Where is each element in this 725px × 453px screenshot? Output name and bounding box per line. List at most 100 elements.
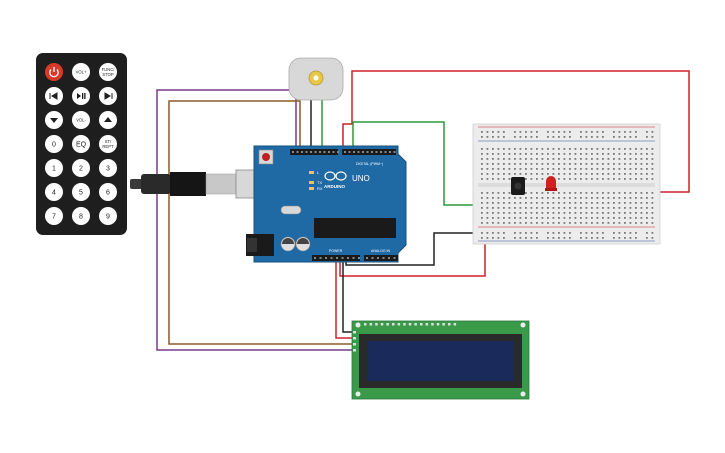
digital-header-right xyxy=(342,149,396,155)
lcd-mount-hole-tr xyxy=(520,322,526,328)
remote-button-zero-label: 0 xyxy=(52,141,56,148)
remote-button-strept-label: ST/ xyxy=(105,139,112,144)
arduino-header-pins xyxy=(292,151,396,259)
arduino-uno[interactable]: L TX RX ARDUINO UNO DIGITAL (PWM~) POWER… xyxy=(246,145,407,263)
prev-icon xyxy=(49,92,58,100)
breadboard[interactable] xyxy=(472,123,661,245)
remote-button-volminus[interactable]: VOL- xyxy=(72,111,90,129)
lcd-mount-hole-bl xyxy=(355,391,361,397)
remote-button-eight[interactable]: 8 xyxy=(72,207,90,225)
remote-button-func[interactable]: FUNC/STOP xyxy=(99,63,117,81)
remote-button-func-cap xyxy=(99,63,117,81)
remote-button-eq-label: EQ xyxy=(76,141,87,148)
red-led[interactable] xyxy=(545,176,557,191)
remote-button-up[interactable] xyxy=(99,111,117,129)
arduino-model: UNO xyxy=(352,174,370,183)
remote-button-three-cap xyxy=(99,159,117,177)
remote-button-two-cap xyxy=(72,159,90,177)
green-wire-sensor[interactable] xyxy=(352,121,515,206)
lcd-screen xyxy=(367,341,514,381)
remote-button-five[interactable]: 5 xyxy=(72,183,90,201)
capacitor-1-mark xyxy=(282,238,294,244)
red-5v-wire[interactable] xyxy=(339,242,486,277)
remote-button-nine[interactable]: 9 xyxy=(99,207,117,225)
lcd-i2c-pins xyxy=(353,331,356,352)
remote-button-strept-cap xyxy=(99,135,117,153)
remote-button-func-label: STOP xyxy=(102,72,114,77)
remote-button-four[interactable]: 4 xyxy=(45,183,63,201)
breadboard-holes xyxy=(481,131,654,239)
remote-button-nine-cap xyxy=(99,207,117,225)
next-icon xyxy=(104,92,113,100)
remote-button-func-label: FUNC/ xyxy=(102,67,116,72)
usb-plug-metal xyxy=(205,173,237,195)
usb-cable[interactable] xyxy=(130,169,271,199)
remote-button-strept[interactable]: ST/REPT xyxy=(99,135,117,153)
remote-button-volplus-cap xyxy=(72,63,90,81)
remote-button-next[interactable] xyxy=(99,87,117,105)
lcd-top-pins xyxy=(364,323,457,326)
led-l xyxy=(309,171,314,174)
remote-button-eq-cap xyxy=(72,135,90,153)
remote-button-two[interactable]: 2 xyxy=(72,159,90,177)
remote-button-four-cap xyxy=(45,183,63,201)
remote-button-five-cap xyxy=(72,183,90,201)
remote-button-volplus[interactable]: VOL+ xyxy=(72,63,90,81)
remote-button-three[interactable]: 3 xyxy=(99,159,117,177)
usb-cable-collar xyxy=(170,172,206,196)
remote-button-one-label: 1 xyxy=(52,165,56,172)
remote-button-eight-cap xyxy=(72,207,90,225)
brown-wire[interactable] xyxy=(168,100,352,345)
red-lcd-wire[interactable] xyxy=(335,258,352,339)
power-jack-inner xyxy=(247,238,257,252)
remote-button-play[interactable] xyxy=(72,87,90,105)
remote-button-zero-cap xyxy=(45,135,63,153)
play-pause-icon xyxy=(77,93,86,99)
remote-button-eight-label: 8 xyxy=(79,213,83,220)
red-wire-top[interactable] xyxy=(342,70,690,193)
remote-button-six-label: 6 xyxy=(106,189,110,196)
ir-remote[interactable]: VOL+ FUNC/STOP VOL- 0 EQ ST/REPT 1 2 3 4 5 6 7 8 9 xyxy=(36,53,127,235)
label-rx: RX xyxy=(317,186,323,191)
arduino-board xyxy=(253,145,407,263)
black-gnd-wire[interactable] xyxy=(345,232,482,266)
remote-button-five-label: 5 xyxy=(79,189,83,196)
remote-button-prev[interactable] xyxy=(45,87,63,105)
analog-header xyxy=(364,255,398,261)
remote-button-eq[interactable]: EQ xyxy=(72,135,90,153)
arduino-logo-left xyxy=(324,171,336,181)
remote-button-down[interactable] xyxy=(45,111,63,129)
remote-button-seven[interactable]: 7 xyxy=(45,207,63,225)
black-lcd-wire[interactable] xyxy=(342,258,352,333)
label-l: L xyxy=(317,170,320,175)
power-icon xyxy=(49,67,59,78)
led-tx xyxy=(309,181,314,184)
arduino-logo-right xyxy=(335,171,347,181)
ir-receiver-sensor[interactable] xyxy=(511,177,525,195)
remote-button-one[interactable]: 1 xyxy=(45,159,63,177)
digital-pwm-label: DIGITAL (PWM~) xyxy=(356,162,383,166)
remote-button-six[interactable]: 6 xyxy=(99,183,117,201)
remote-button-three-label: 3 xyxy=(106,165,110,172)
usb-cable-body xyxy=(141,174,171,194)
remote-button-zero[interactable]: 0 xyxy=(45,135,63,153)
up-icon xyxy=(104,117,112,122)
led-rim xyxy=(545,188,557,191)
lcd-mount-hole-tl xyxy=(355,322,361,328)
led-rx xyxy=(309,187,314,190)
digital-header-left xyxy=(290,149,338,155)
purple-wire[interactable] xyxy=(156,89,352,351)
analog-in-label: ANALOG IN xyxy=(371,249,391,253)
breadboard-center-channel xyxy=(478,183,655,187)
label-tx: TX xyxy=(317,180,322,185)
remote-button-nine-label: 9 xyxy=(106,213,110,220)
led-bulb xyxy=(546,176,556,190)
down-icon xyxy=(50,118,58,123)
arduino-brand: ARDUINO xyxy=(324,184,345,189)
dc-motor[interactable] xyxy=(288,57,344,101)
power-label: POWER xyxy=(329,249,343,253)
remote-button-power[interactable] xyxy=(45,63,63,81)
remote-button-volminus-cap xyxy=(72,111,90,129)
lcd-16x2[interactable] xyxy=(351,320,530,400)
